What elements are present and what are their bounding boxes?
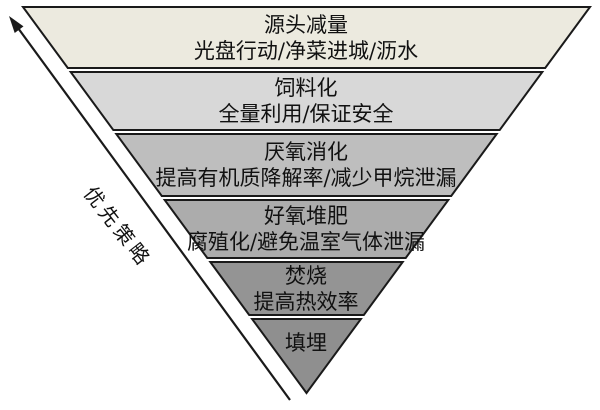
pyramid-level-5-shape [208,261,405,316]
pyramid-level-4-shape [162,199,451,259]
pyramid-level-6-shape [250,318,363,395]
pyramid-level-2-shape [68,71,545,131]
pyramid-level-1-shape [21,6,592,69]
priority-arrow-line [17,27,291,401]
pyramid-level-3-shape [114,133,499,197]
arrow-head-icon [9,16,24,33]
